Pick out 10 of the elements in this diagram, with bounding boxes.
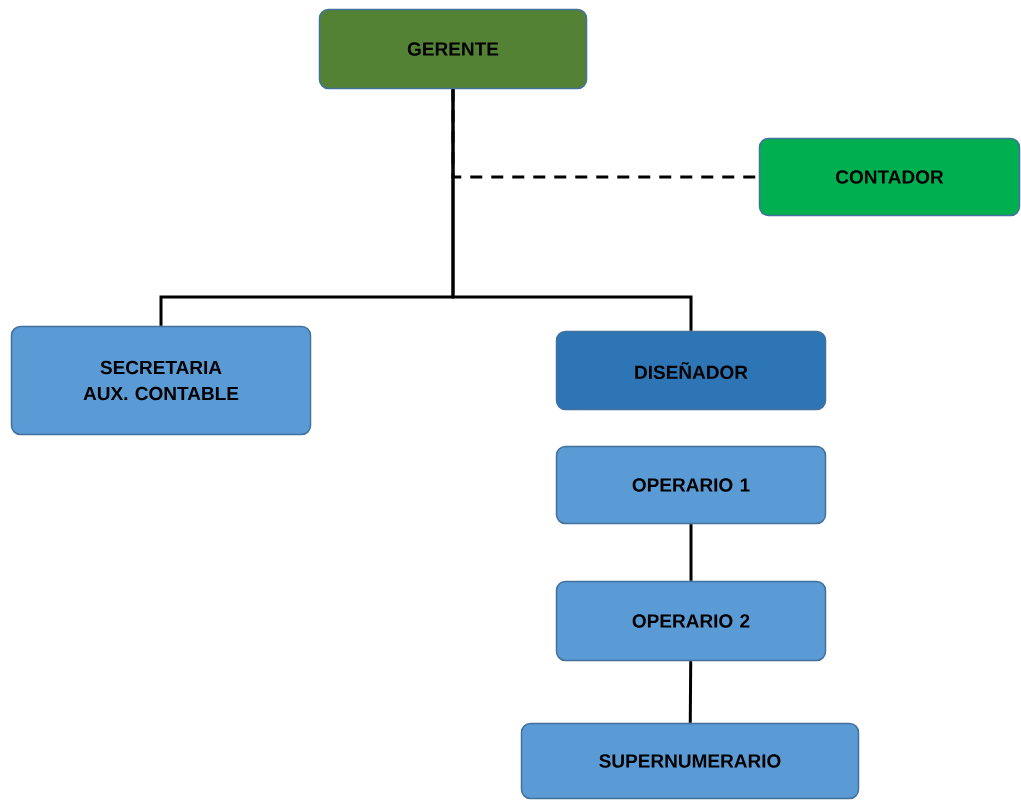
- connector-line: [451, 89, 693, 331]
- org-box: DISEÑADOR: [555, 330, 827, 411]
- org-box: SUPERNUMERARIO: [520, 722, 860, 800]
- connector-line: [689, 524, 693, 581]
- org-box: GERENTE: [318, 8, 588, 90]
- org-box: CONTADOR: [758, 137, 1021, 217]
- org-box: OPERARIO 2: [555, 580, 827, 662]
- org-box: SECRETARIA AUX. CONTABLE: [10, 325, 312, 436]
- connector-line: [688, 661, 693, 723]
- org-box: OPERARIO 1: [555, 445, 827, 525]
